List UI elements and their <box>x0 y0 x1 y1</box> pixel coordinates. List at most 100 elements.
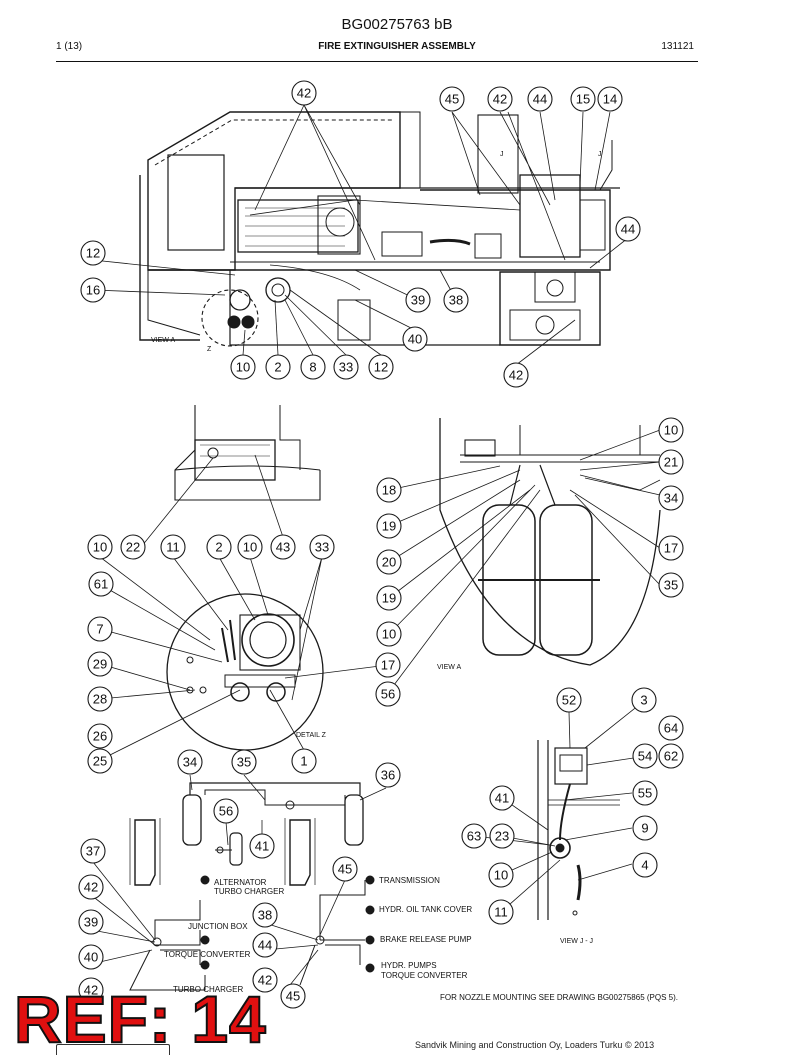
label-hydr-oil-tank-cover: HYDR. OIL TANK COVER <box>379 905 472 914</box>
svg-text:19: 19 <box>382 591 396 606</box>
nozzle-note: FOR NOZZLE MOUNTING SEE DRAWING BG002758… <box>440 993 678 1002</box>
svg-text:34: 34 <box>183 755 197 770</box>
svg-text:8: 8 <box>309 360 316 375</box>
svg-text:35: 35 <box>237 755 251 770</box>
svg-text:42: 42 <box>297 86 311 101</box>
svg-text:17: 17 <box>664 541 678 556</box>
label-torque-converter-2: TORQUE CONVERTER <box>381 971 468 980</box>
callout-schematic-45: 45 <box>280 983 306 1009</box>
j-right-label: J <box>598 151 602 158</box>
leader-lines <box>90 104 661 986</box>
svg-text:15: 15 <box>576 92 590 107</box>
callout-schematic-36: 36 <box>375 762 401 788</box>
callout-view-j-23: 23 <box>489 823 515 849</box>
logo <box>56 1044 170 1055</box>
view-a: VIEW A <box>437 418 661 671</box>
callout-detail-z-11: 11 <box>160 534 186 560</box>
svg-text:11: 11 <box>494 905 508 920</box>
svg-text:10: 10 <box>236 360 250 375</box>
svg-text:28: 28 <box>93 692 107 707</box>
svg-text:45: 45 <box>286 989 300 1004</box>
svg-text:42: 42 <box>509 368 523 383</box>
callout-view-j-55: 55 <box>632 780 658 806</box>
label-brake-release-pump: BRAKE RELEASE PUMP <box>380 935 472 944</box>
callout-view-a-19: 19 <box>376 513 402 539</box>
callout-detail-z-1: 1 <box>291 748 317 774</box>
callout-view-a-10: 10 <box>376 621 402 647</box>
callout-view-j-41: 41 <box>489 785 515 811</box>
callout-detail-z-2: 2 <box>206 534 232 560</box>
callout-view-a-10: 10 <box>658 417 684 443</box>
svg-text:38: 38 <box>449 293 463 308</box>
svg-text:44: 44 <box>533 92 547 107</box>
svg-text:54: 54 <box>638 749 652 764</box>
svg-text:25: 25 <box>93 754 107 769</box>
svg-text:29: 29 <box>93 657 107 672</box>
svg-text:41: 41 <box>495 791 509 806</box>
callout-schematic-56: 56 <box>213 798 239 824</box>
svg-text:38: 38 <box>258 908 272 923</box>
callout-schematic-42: 42 <box>78 977 104 1003</box>
label-junction-box: JUNCTION BOX <box>188 922 248 931</box>
callout-schematic-40: 40 <box>78 944 104 970</box>
svg-text:12: 12 <box>86 246 100 261</box>
callout-view-j-64: 64 <box>658 715 684 741</box>
callout-main-view-42: 42 <box>487 86 513 112</box>
svg-text:52: 52 <box>562 693 576 708</box>
callout-main-view-45: 45 <box>439 86 465 112</box>
main-side-view: VIEW A Z J J <box>139 111 620 353</box>
callout-schematic-42: 42 <box>252 967 278 993</box>
callout-schematic-39: 39 <box>78 909 104 935</box>
callout-schematic-37: 37 <box>80 838 106 864</box>
callout-main-view-12: 12 <box>368 354 394 380</box>
callout-main-view-10: 10 <box>230 354 256 380</box>
callout-detail-z-29: 29 <box>87 651 113 677</box>
callout-detail-z-61: 61 <box>88 571 114 597</box>
callout-schematic-38: 38 <box>252 902 278 928</box>
callout-detail-z-17: 17 <box>375 652 401 678</box>
svg-text:44: 44 <box>621 222 635 237</box>
z-label: Z <box>207 346 212 353</box>
page-indicator: 1 (13) <box>56 41 83 52</box>
callout-view-a-21: 21 <box>658 449 684 475</box>
callout-view-a-20: 20 <box>376 549 402 575</box>
svg-text:63: 63 <box>467 829 481 844</box>
callout-schematic-41: 41 <box>249 833 275 859</box>
svg-text:26: 26 <box>93 729 107 744</box>
callout-view-a-19: 19 <box>376 585 402 611</box>
svg-text:1: 1 <box>300 754 307 769</box>
callout-view-j-52: 52 <box>556 687 582 713</box>
callout-main-view-44: 44 <box>615 216 641 242</box>
callout-view-j-11: 11 <box>488 899 514 925</box>
label-turbo-charger-2: TURBO CHARGER <box>173 985 243 994</box>
svg-text:64: 64 <box>664 721 678 736</box>
callout-main-view-40: 40 <box>402 326 428 352</box>
svg-text:42: 42 <box>84 880 98 895</box>
svg-text:41: 41 <box>255 839 269 854</box>
callout-schematic-44: 44 <box>252 932 278 958</box>
svg-text:36: 36 <box>381 768 395 783</box>
callout-detail-z-10: 10 <box>87 534 113 560</box>
svg-text:23: 23 <box>495 829 509 844</box>
svg-text:10: 10 <box>93 540 107 555</box>
callout-view-j-63: 63 <box>461 823 487 849</box>
svg-text:62: 62 <box>664 749 678 764</box>
svg-text:40: 40 <box>408 332 422 347</box>
svg-text:33: 33 <box>315 540 329 555</box>
label-torque-converter-1: TORQUE CONVERTER <box>164 950 251 959</box>
callout-main-view-42: 42 <box>291 80 317 106</box>
callout-detail-z-43: 43 <box>270 534 296 560</box>
svg-text:34: 34 <box>664 491 678 506</box>
svg-text:42: 42 <box>258 973 272 988</box>
svg-text:3: 3 <box>640 693 647 708</box>
svg-text:2: 2 <box>274 360 281 375</box>
callout-main-view-44: 44 <box>527 86 553 112</box>
svg-text:12: 12 <box>374 360 388 375</box>
view-a-bottom-label: VIEW A <box>437 664 461 671</box>
piping-schematic: ALTERNATOR TURBO CHARGER JUNCTION BOX TO… <box>129 782 472 994</box>
callout-main-view-15: 15 <box>570 86 596 112</box>
callout-detail-z-33: 33 <box>309 534 335 560</box>
svg-text:10: 10 <box>243 540 257 555</box>
label-turbo-charger-1: TURBO CHARGER <box>214 887 284 896</box>
callout-detail-z-28: 28 <box>87 686 113 712</box>
